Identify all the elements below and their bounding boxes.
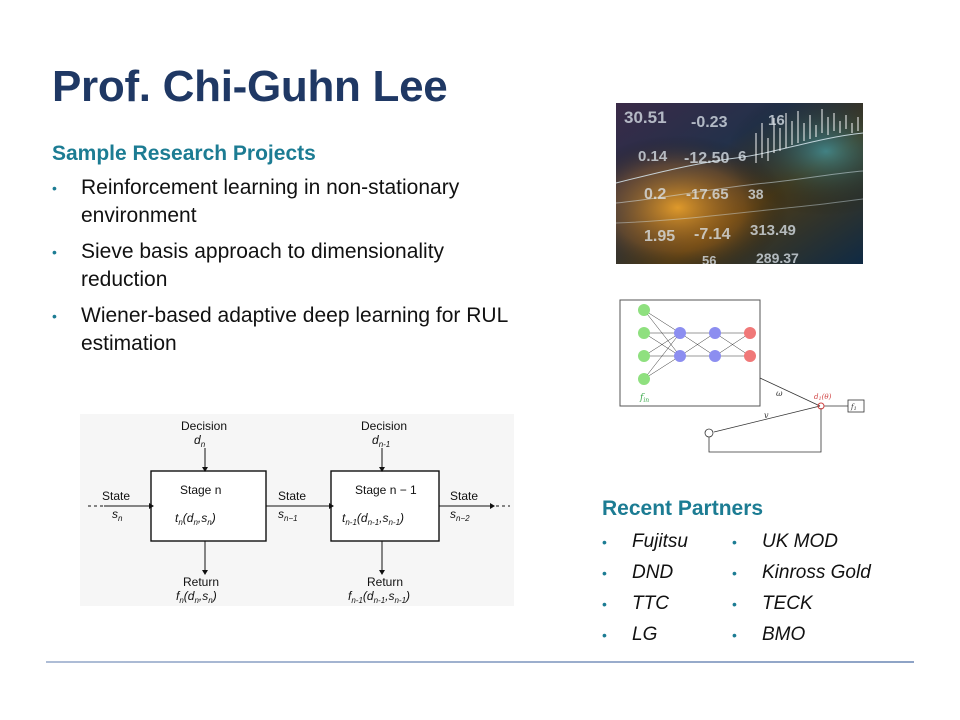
bullet-icon: • bbox=[52, 244, 57, 260]
state-label-n: State bbox=[102, 489, 130, 503]
bullet-icon: • bbox=[732, 627, 737, 643]
bullet-icon: • bbox=[732, 565, 737, 581]
svg-text:fn(dn,sn): fn(dn,sn) bbox=[176, 589, 217, 605]
finance-number: -0.23 bbox=[691, 114, 728, 131]
decision-label-n: Decision bbox=[181, 419, 227, 433]
input-label-sub: in bbox=[643, 397, 649, 404]
finance-number: -12.50 bbox=[684, 150, 729, 167]
partners-list-right: •UK MOD •Kinross Gold •TECK •BMO bbox=[732, 530, 871, 654]
svg-text:f1: f1 bbox=[850, 403, 857, 412]
finance-number: 0.14 bbox=[638, 148, 668, 165]
projects-heading: Sample Research Projects bbox=[52, 142, 316, 165]
stage-diagram-svg: Decision dn Decision dn-1 State sn State… bbox=[80, 414, 514, 606]
return-label-n: Return bbox=[183, 575, 219, 589]
finance-chart-svg: 30.51 -0.23 16 0.14 -12.50 6 0.2 -17.65 … bbox=[616, 103, 863, 264]
bullet-icon: • bbox=[52, 308, 57, 324]
partner-item: •TTC bbox=[602, 593, 669, 614]
output-label-arg: (θ) bbox=[822, 393, 832, 401]
input-nodes bbox=[638, 304, 650, 385]
partner-item: •LG bbox=[602, 624, 658, 645]
svg-text:sn−2: sn−2 bbox=[450, 507, 470, 523]
finance-chart-image: 30.51 -0.23 16 0.14 -12.50 6 0.2 -17.65 … bbox=[616, 103, 863, 264]
finance-number: 56 bbox=[702, 253, 716, 264]
return-label-n1: Return bbox=[367, 575, 403, 589]
finance-number: 6 bbox=[738, 148, 746, 165]
svg-text:fin: fin bbox=[639, 393, 649, 404]
omega-label: ω bbox=[776, 389, 783, 398]
decision-label-n1: Decision bbox=[361, 419, 407, 433]
bullet-icon: • bbox=[602, 596, 607, 612]
stage-n-box bbox=[150, 470, 267, 542]
project-item: •Wiener-based adaptive deep learning for… bbox=[52, 304, 508, 355]
state-label-n2: State bbox=[450, 489, 478, 503]
finance-number: 0.2 bbox=[644, 186, 666, 203]
bullet-icon: • bbox=[732, 534, 737, 550]
svg-text:tn(dn,sn): tn(dn,sn) bbox=[175, 511, 216, 527]
projects-list: •Reinforcement learning in non-stationar… bbox=[52, 174, 532, 366]
bullet-icon: • bbox=[732, 596, 737, 612]
bullet-icon: • bbox=[602, 565, 607, 581]
partners-list-left: •Fujitsu •DND •TTC •LG bbox=[602, 530, 688, 654]
project-item: •Reinforcement learning in non-stationar… bbox=[52, 176, 460, 227]
finance-number: 1.95 bbox=[644, 228, 675, 245]
bullet-icon: • bbox=[52, 180, 57, 196]
output-label: d bbox=[814, 393, 819, 401]
finance-number: 289.37 bbox=[756, 250, 799, 264]
finance-number: -7.14 bbox=[694, 226, 731, 243]
finance-number: -17.65 bbox=[686, 186, 729, 203]
box-label: f bbox=[850, 403, 855, 411]
v-label: v bbox=[764, 411, 769, 420]
stage-diagram: Decision dn Decision dn-1 State sn State… bbox=[80, 414, 514, 606]
project-item: •Sieve basis approach to dimensionality … bbox=[52, 240, 445, 291]
svg-text:dn-1: dn-1 bbox=[372, 433, 390, 449]
finance-number: 16 bbox=[768, 112, 785, 129]
hidden-nodes bbox=[674, 327, 721, 362]
finance-number: 313.49 bbox=[750, 222, 796, 239]
stage-n-label: Stage n bbox=[180, 483, 221, 497]
finance-number: 30.51 bbox=[624, 108, 667, 127]
bullet-icon: • bbox=[602, 534, 607, 550]
footer-divider bbox=[46, 661, 914, 663]
partner-item: •DND bbox=[602, 562, 674, 583]
svg-text:d1(θ): d1(θ) bbox=[814, 393, 832, 402]
stage-n1-box bbox=[330, 470, 440, 542]
stage-n1-label: Stage n − 1 bbox=[355, 483, 417, 497]
neural-network-diagram: fin ω v d1(θ) f1 bbox=[616, 296, 866, 456]
svg-text:sn−1: sn−1 bbox=[278, 507, 298, 523]
state-label-n1: State bbox=[278, 489, 306, 503]
svg-text:tn-1(dn-1,sn-1): tn-1(dn-1,sn-1) bbox=[342, 511, 404, 527]
input-label: f bbox=[639, 393, 645, 403]
partners-heading: Recent Partners bbox=[602, 497, 764, 520]
output-label-sub: 1 bbox=[818, 396, 821, 402]
output-nodes bbox=[744, 327, 756, 362]
box-label-sub: 1 bbox=[854, 406, 857, 412]
partner-item: •UK MOD bbox=[732, 531, 838, 552]
neural-network-svg: fin ω v d1(θ) f1 bbox=[619, 299, 865, 453]
finance-number: 38 bbox=[748, 186, 764, 202]
partner-item: •BMO bbox=[732, 624, 806, 645]
partner-item: •Kinross Gold bbox=[732, 562, 871, 583]
partner-item: •Fujitsu bbox=[602, 531, 688, 552]
svg-text:dn: dn bbox=[194, 433, 206, 449]
bullet-icon: • bbox=[602, 627, 607, 643]
partner-item: •TECK bbox=[732, 593, 813, 614]
svg-text:sn: sn bbox=[112, 507, 123, 523]
svg-text:fn-1(dn-1,sn-1): fn-1(dn-1,sn-1) bbox=[348, 589, 410, 605]
slide-title: Prof. Chi-Guhn Lee bbox=[52, 62, 448, 111]
